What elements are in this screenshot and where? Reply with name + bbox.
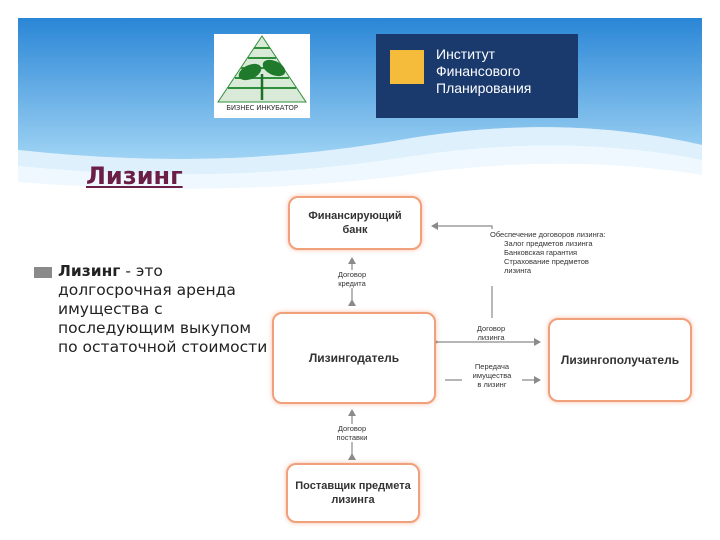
label-lease-agreement: Договор лизинга	[464, 324, 518, 342]
bullet-marker	[34, 267, 52, 278]
logo-caption: БИЗНЕС ИНКУБАТОР	[226, 104, 298, 112]
security-title: Обеспечение договоров лизинга:	[490, 230, 606, 239]
node-supplier: Поставщик предмета лизинга	[286, 463, 420, 523]
business-incubator-logo: БИЗНЕС ИНКУБАТОР	[214, 34, 310, 118]
security-item: Залог предметов лизинга	[504, 239, 593, 248]
bullet-term: Лизинг	[58, 262, 121, 280]
label-line: Передача	[474, 362, 510, 371]
logo-line: Финансового	[436, 63, 521, 79]
label-line: в лизинг	[477, 380, 507, 389]
logo-text: Институт Финансового Планирования	[436, 46, 531, 97]
label-line: имущества	[472, 371, 512, 380]
label-property-transfer: Передача имущества в лизинг	[462, 362, 522, 389]
logo-line: Планирования	[436, 80, 532, 96]
logo-square-icon	[390, 50, 424, 84]
slide-title: Лизинг	[86, 162, 183, 190]
security-box: Обеспечение договоров лизинга: Залог пре…	[488, 229, 608, 276]
security-item: Страхование предметов	[504, 257, 589, 266]
arrow-security-to-bank	[431, 222, 493, 276]
label-line: Договор	[337, 424, 367, 433]
security-item: Банковская гарантия	[504, 248, 578, 257]
label-line: Договор	[476, 324, 506, 333]
tree-triangle-icon	[217, 35, 307, 103]
logo-line: Институт	[436, 46, 496, 62]
label-line: кредита	[338, 279, 366, 288]
label-line: лизинга	[477, 333, 505, 342]
node-bank: Финансирующий банк	[288, 196, 422, 250]
node-lessor: Лизингодатель	[272, 312, 436, 404]
security-item: лизинга	[504, 266, 532, 275]
label-credit-agreement: Договор кредита	[324, 270, 380, 288]
label-line: поставки	[336, 433, 368, 442]
bullet-text: Лизинг - это долгосрочная аренда имущест…	[58, 262, 268, 357]
label-supply-agreement: Договор поставки	[324, 424, 380, 442]
label-line: Договор	[337, 270, 367, 279]
bullet-definition: - это долгосрочная аренда имущества с по…	[58, 262, 268, 356]
financial-planning-institute-logo: Институт Финансового Планирования	[376, 34, 578, 118]
node-lessee: Лизингополучатель	[548, 318, 692, 402]
